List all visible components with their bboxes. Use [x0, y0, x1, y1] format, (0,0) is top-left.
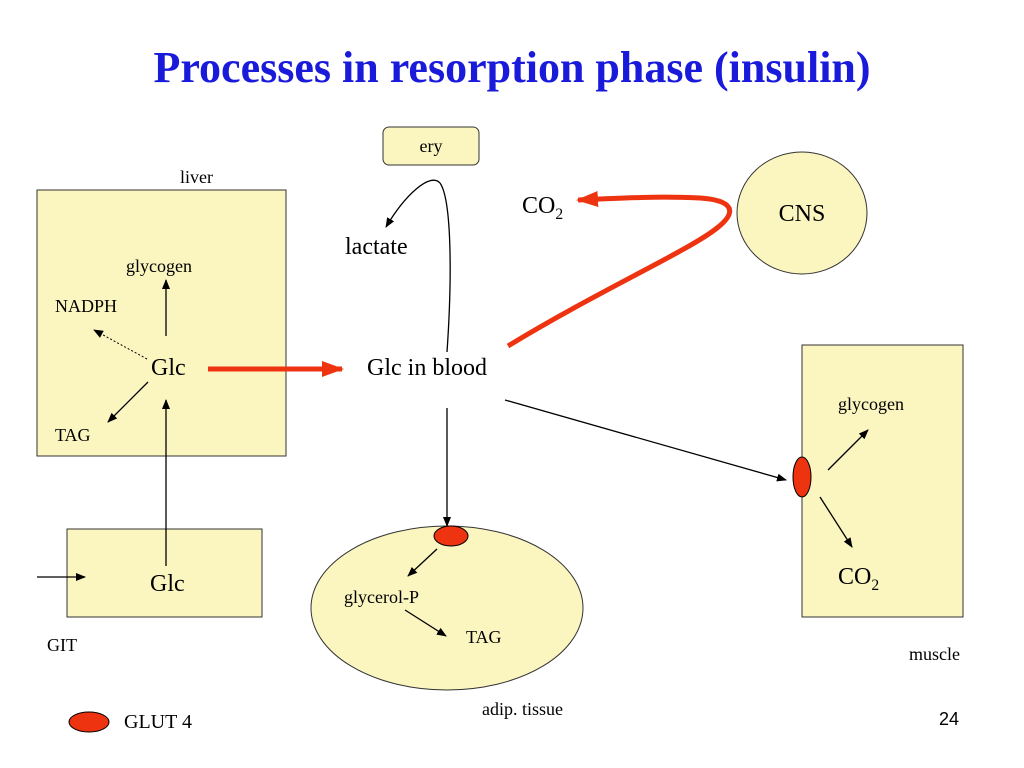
muscle-to-glycogen-arrow: [827, 429, 869, 471]
git-box: [66, 528, 263, 618]
adipose-ellipse: [310, 525, 584, 691]
muscle-co2-label: CO2: [838, 564, 880, 594]
cns-label: CNS: [778, 201, 826, 227]
glut-to-glycerol-arrow: [407, 548, 438, 577]
legend-glut4-label: GLUT 4: [124, 711, 192, 733]
glc-in-blood-label: Glc in blood: [367, 355, 487, 381]
git-glc-label: Glc: [150, 571, 185, 597]
ery-box: [382, 126, 480, 166]
liver-glc-label: Glc: [151, 355, 186, 381]
slide-title: Processes in resorption phase (insulin): [153, 43, 871, 92]
blood-to-lactate-arrow: [385, 179, 451, 353]
blood-to-muscle-arrow: [504, 399, 787, 482]
git-label: GIT: [47, 635, 77, 655]
liver-box: [36, 189, 287, 457]
muscle-glycogen-label: glycogen: [838, 394, 904, 414]
blood-to-cns-co2-red-arrow: [506, 191, 732, 349]
muscle-box: [801, 344, 964, 618]
adipose-tag-label: TAG: [466, 627, 502, 647]
glycerol-p-label: glycerol-P: [344, 587, 419, 607]
liver-tag-label: TAG: [55, 425, 91, 445]
ery-label: ery: [419, 136, 443, 156]
lactate-label: lactate: [345, 234, 408, 260]
glut4-adipose-transporter: [433, 525, 469, 547]
liver-glycogen-label: glycogen: [126, 256, 192, 276]
glc-to-tag-arrow: [107, 381, 149, 423]
liver-nadph-label: NADPH: [55, 296, 118, 316]
liver-label: liver: [180, 167, 213, 187]
cns-circle: [736, 151, 868, 275]
muscle-to-co2-arrow: [819, 496, 853, 548]
page-number: 24: [939, 709, 960, 729]
legend-glut4-icon: [68, 711, 110, 733]
adipose-label: adip. tissue: [482, 699, 563, 719]
cns-co2-label: CO2: [522, 193, 564, 223]
glycerol-to-tag-arrow: [404, 609, 447, 637]
glut4-muscle-transporter: [792, 456, 812, 498]
muscle-label: muscle: [909, 644, 960, 664]
